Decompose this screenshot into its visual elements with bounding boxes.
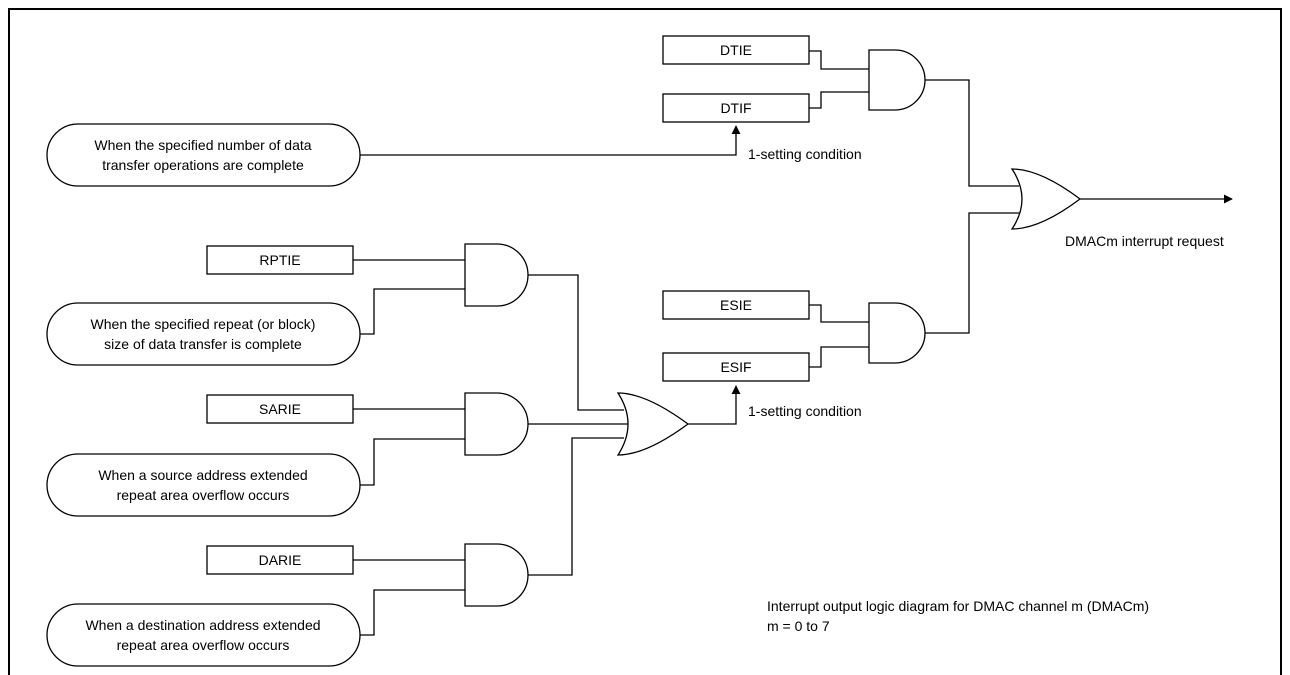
- wire-and5-or1: [527, 437, 624, 576]
- register-rptie: RPTIE: [206, 245, 354, 275]
- and-gate-rptie: [464, 243, 529, 307]
- condition-repeat-block-complete: When the specified repeat (or block) siz…: [46, 302, 361, 366]
- register-darie-label: DARIE: [259, 552, 302, 568]
- wire-and2-or2: [925, 212, 1019, 334]
- diagram-frame: [8, 8, 1282, 675]
- wire-esie-and2: [809, 304, 869, 323]
- wire-source-and4: [360, 438, 465, 486]
- condition-destination-overflow: When a destination address extended repe…: [46, 603, 361, 667]
- condition-data-transfer-line1: When the specified number of data: [94, 137, 311, 153]
- condition-repeat-line1: When the specified repeat (or block): [91, 316, 316, 332]
- and-gate-dtie-dtif: [868, 49, 926, 111]
- wire-and3-or1: [527, 274, 624, 411]
- setting-condition-label-top: 1-setting condition: [748, 146, 862, 162]
- wire-repeat-and3: [360, 288, 465, 335]
- wire-esif-and2: [809, 346, 869, 368]
- or-gate-overflow: [616, 392, 690, 456]
- condition-source-line1: When a source address extended: [98, 467, 307, 483]
- register-dtif-label: DTIF: [720, 100, 751, 116]
- and-gate-darie: [464, 543, 529, 607]
- output-label: DMACm interrupt request: [1065, 233, 1224, 249]
- wire-and1-or2: [925, 79, 1019, 187]
- register-esif: ESIF: [662, 352, 810, 382]
- condition-repeat-line2: size of data transfer is complete: [104, 336, 302, 352]
- condition-data-transfer-line2: transfer operations are complete: [102, 157, 304, 173]
- register-darie: DARIE: [206, 545, 354, 575]
- condition-destination-line2: repeat area overflow occurs: [117, 637, 290, 653]
- wire-or1-esif: [688, 385, 741, 425]
- and-gate-sarie: [464, 392, 529, 456]
- setting-condition-label-bottom: 1-setting condition: [748, 403, 862, 419]
- register-rptie-label: RPTIE: [259, 252, 300, 268]
- note-line-2: m = 0 to 7: [767, 618, 830, 634]
- register-esie-label: ESIE: [720, 297, 752, 313]
- wire-destination-and5: [360, 589, 465, 636]
- register-dtie-label: DTIE: [720, 42, 752, 58]
- register-esif-label: ESIF: [720, 359, 751, 375]
- wire-dtif-and1: [809, 91, 869, 109]
- condition-source-line2: repeat area overflow occurs: [117, 487, 290, 503]
- or-gate-output: [1010, 168, 1082, 230]
- note-line-1: Interrupt output logic diagram for DMAC …: [767, 598, 1149, 614]
- register-sarie: SARIE: [206, 394, 354, 424]
- register-sarie-label: SARIE: [259, 401, 301, 417]
- wire-condition-dtif: [360, 125, 741, 156]
- wire-dtie-and1: [809, 50, 869, 70]
- condition-destination-line1: When a destination address extended: [85, 617, 320, 633]
- register-esie: ESIE: [662, 290, 810, 320]
- and-gate-esie-esif: [868, 302, 926, 364]
- condition-source-overflow: When a source address extended repeat ar…: [46, 453, 361, 517]
- register-dtie: DTIE: [662, 35, 810, 65]
- register-dtif: DTIF: [662, 93, 810, 123]
- condition-data-transfer-complete: When the specified number of data transf…: [46, 123, 361, 187]
